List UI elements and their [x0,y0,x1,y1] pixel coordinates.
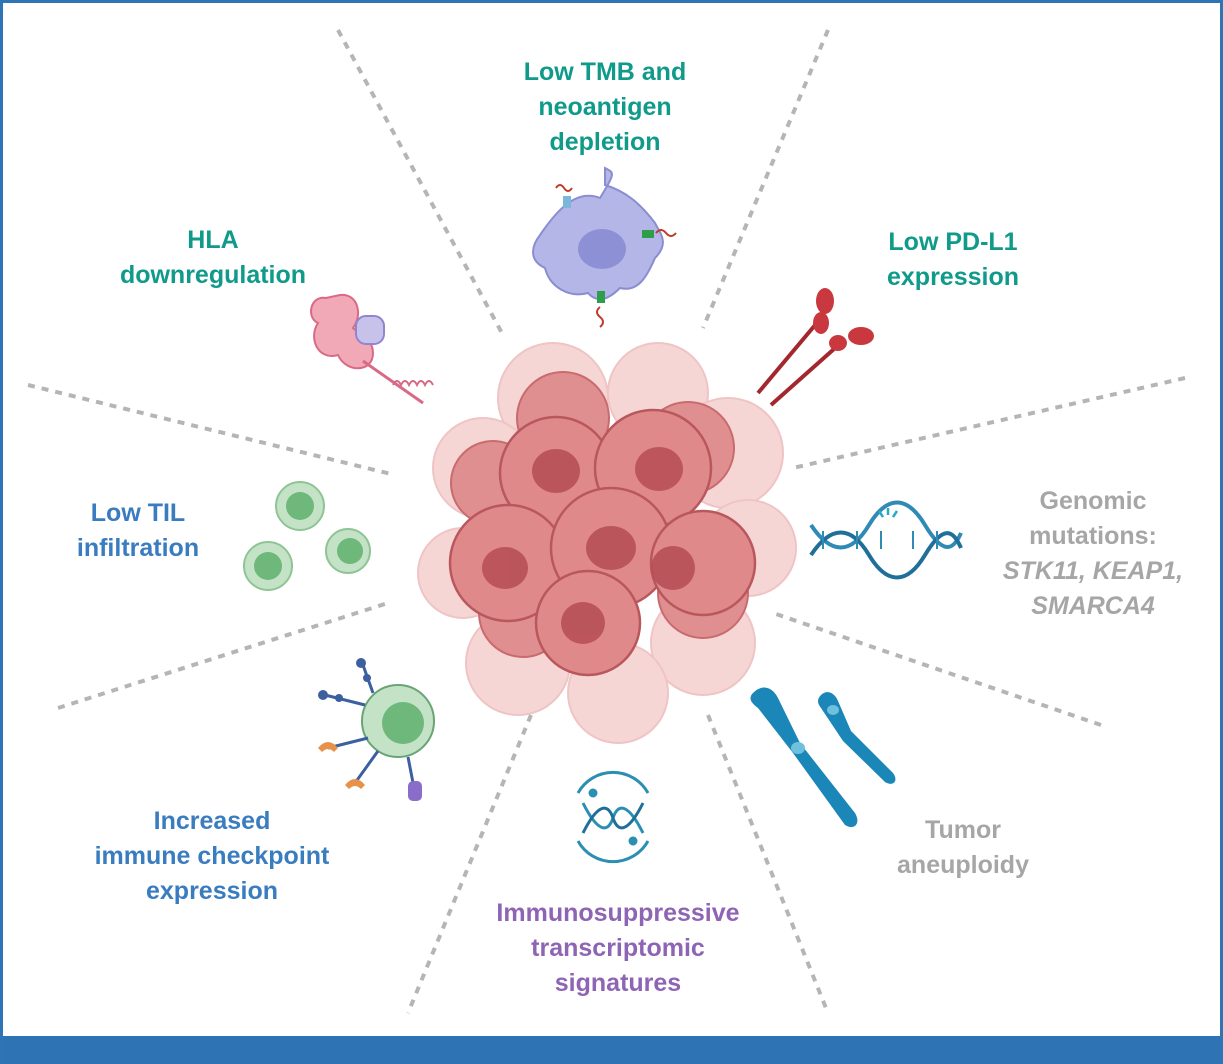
label-immune-checkpoint: Increased immune checkpoint expression [94,807,330,905]
label-low-pd-l1: Low PD-L1 expression [886,228,1019,291]
label-transcriptomic-signatures: Immunosuppressive transcriptomic signatu… [496,899,740,997]
label-low-tmb: Low TMB and neoantigen depletion [523,58,687,156]
diagram-art [27,29,1186,1014]
transcriptome-dna-icon [576,770,650,864]
pd-l1-receptor-icon [756,288,874,407]
bottom-bar [3,1036,1220,1064]
hla-molecule-icon [310,293,434,405]
divider-lines [27,29,1186,1014]
label-genomic-mutations: Genomic mutations: STK11, KEAP1, SMARCA4 [1002,487,1184,620]
label-tumor-aneuploidy: Tumor aneuploidy [897,816,1029,879]
label-low-til: Low TIL infiltration [76,499,200,562]
t-cell-icon [243,481,371,591]
label-hla-downregulation: HLA downregulation [119,226,307,289]
dna-mutation-icon [809,500,963,580]
checkpoint-t-cell-icon [318,658,435,801]
tumor-cell-cluster-icon [417,342,797,744]
chromosome-icon [750,687,896,828]
dendritic-cell-icon [532,166,677,328]
